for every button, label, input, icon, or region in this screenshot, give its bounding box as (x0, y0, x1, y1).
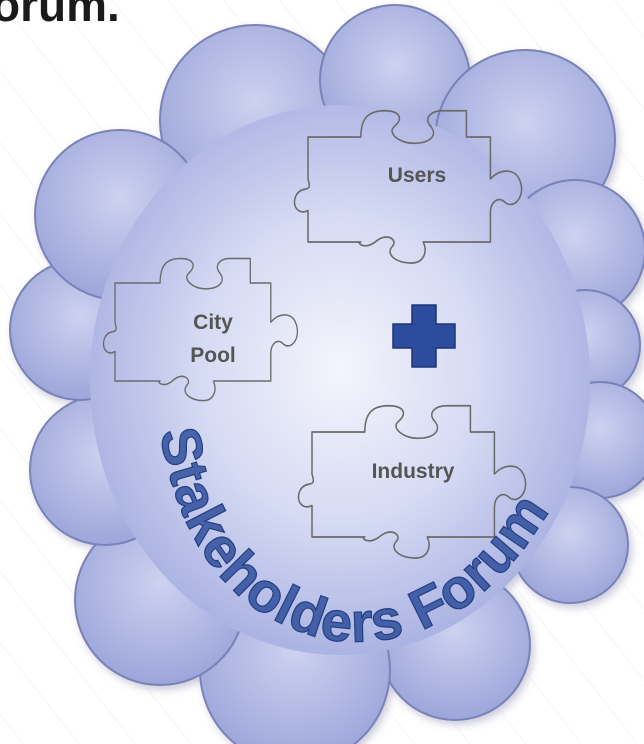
puzzle-label-users: Users (388, 164, 446, 187)
puzzle-piece-industry: Industry (297, 404, 527, 559)
puzzle-piece-users: Users (293, 109, 523, 264)
plus-icon (392, 304, 456, 368)
puzzle-label-industry: Industry (372, 460, 455, 483)
puzzle-label-pool: Pool (190, 344, 236, 367)
puzzle-piece-city-pool: City Pool (102, 257, 299, 402)
puzzle-label-city: City (193, 311, 233, 334)
cloud-shape (9, 4, 644, 744)
partial-heading: orum. (0, 0, 120, 31)
